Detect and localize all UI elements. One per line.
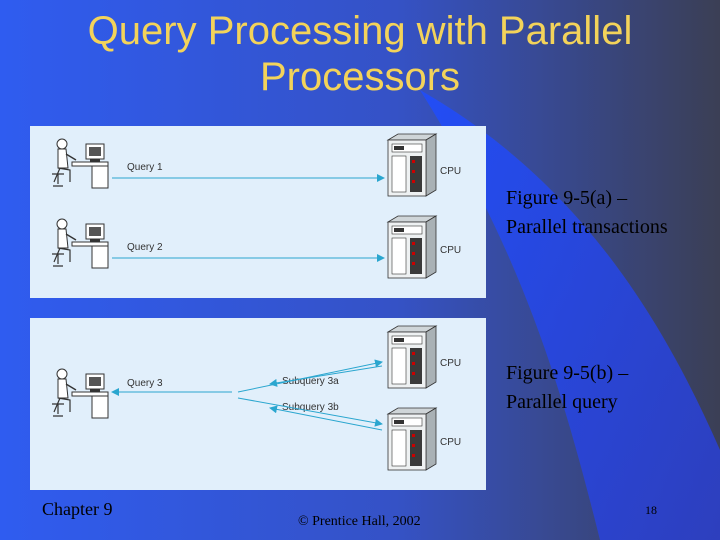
cpu-server-icon xyxy=(387,325,437,389)
figure-a-caption: Figure 9-5(a) – Parallel transactions xyxy=(506,184,668,242)
footer-chapter: Chapter 9 xyxy=(42,499,113,519)
figure-b-panel: Query 3 Subquery 3a Subquery 3b CPU CPU xyxy=(30,318,486,490)
title-line-2: Processors xyxy=(259,55,461,99)
cpu-label: CPU xyxy=(440,245,461,256)
subquery-3b-arrow xyxy=(237,397,383,427)
figure-b-caption: Figure 9-5(b) – Parallel query xyxy=(506,359,628,417)
query-3-label: Query 3 xyxy=(127,378,163,389)
figure-a-caption-line-1: Figure 9-5(a) – xyxy=(506,187,628,209)
title-line-1: Query Processing with Parallel xyxy=(87,9,633,53)
figure-a-diagram: Query 1 Query 2 CPU CPU xyxy=(51,133,461,279)
figure-b-caption-line-2: Parallel query xyxy=(506,391,618,413)
cpu-label: CPU xyxy=(440,437,461,448)
figure-b-caption-line-1: Figure 9-5(b) – xyxy=(506,362,629,384)
query-2-label: Query 2 xyxy=(127,242,163,253)
figure-a-panel: Query 1 Query 2 CPU CPU xyxy=(30,126,486,298)
cpu-label: CPU xyxy=(440,166,461,177)
subquery-3b-return-arrow xyxy=(269,405,383,431)
slide-title: Query Processing with Parallel Processor… xyxy=(0,8,720,100)
subquery-3a-arrow xyxy=(237,359,383,393)
footer-copyright: © Prentice Hall, 2002 xyxy=(298,514,421,529)
figure-b-diagram: Query 3 Subquery 3a Subquery 3b CPU CPU xyxy=(51,325,461,471)
footer-page-number: 18 xyxy=(645,503,657,517)
user-workstation-icon xyxy=(51,138,109,189)
query-1-label: Query 1 xyxy=(127,162,163,173)
cpu-server-icon xyxy=(387,407,437,471)
cpu-label: CPU xyxy=(440,358,461,369)
user-workstation-icon xyxy=(51,218,109,269)
cpu-server-icon xyxy=(387,133,437,197)
figure-a-caption-line-2: Parallel transactions xyxy=(506,216,668,238)
subquery-3a-label: Subquery 3a xyxy=(282,376,339,387)
cpu-server-icon xyxy=(387,215,437,279)
subquery-3b-label: Subquery 3b xyxy=(282,402,339,413)
user-workstation-icon xyxy=(51,368,109,419)
